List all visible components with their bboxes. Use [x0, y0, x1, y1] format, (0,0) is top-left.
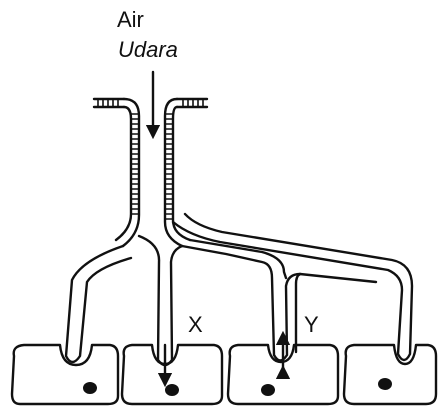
- air-label: Air: [117, 7, 144, 32]
- label-y: Y: [304, 312, 319, 337]
- cell-4: [344, 345, 436, 404]
- label-x: X: [188, 312, 203, 337]
- nucleus-4: [378, 378, 392, 390]
- body-wall: [94, 99, 207, 107]
- nucleus-1: [83, 382, 97, 394]
- nucleus-3: [261, 384, 275, 396]
- udara-label: Udara: [118, 37, 178, 62]
- tracheole-right-outer: [173, 214, 412, 360]
- trachea-rings-left: [131, 114, 139, 214]
- tracheoles: [66, 214, 412, 365]
- body-cells: [12, 345, 436, 404]
- nucleus-2: [165, 384, 179, 396]
